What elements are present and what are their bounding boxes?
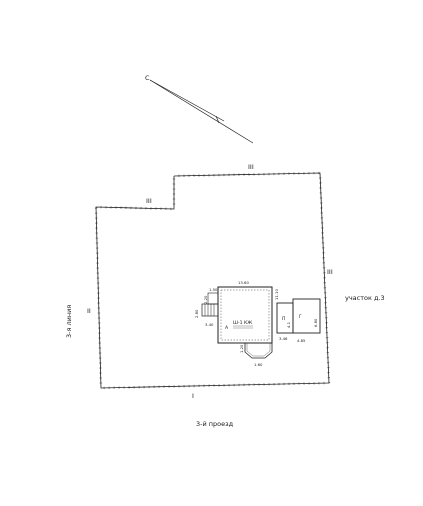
- boundary-label-left: II: [87, 307, 91, 315]
- boundary-label-top: III: [248, 163, 254, 171]
- dim-house-right: 11.10: [274, 289, 279, 300]
- boundary-label-top-left: III: [146, 197, 152, 205]
- house-label-a: А: [225, 325, 229, 331]
- boundary-label-right: III: [327, 268, 333, 276]
- dim-house-left-lower: 2.80: [194, 309, 199, 318]
- dim-house-step: 3.40: [205, 322, 214, 327]
- dim-house-top: 13.60: [238, 280, 249, 285]
- house-interior-mark: [233, 326, 253, 328]
- house-label-code: Ш-1 КЖ: [233, 320, 252, 326]
- boundary-label-bottom: I: [192, 392, 194, 400]
- dim-outbuilding-p-bottom: 3.46: [279, 336, 288, 341]
- dim-house-left: 2.20: [203, 295, 208, 304]
- street-label-left: 3-я линия: [65, 305, 73, 338]
- outbuilding-p-label: П: [282, 316, 285, 322]
- dim-house-bay-left: 1.20: [239, 344, 244, 353]
- neighbour-label-right: участок д.3: [345, 294, 385, 302]
- dim-house-top-small: 1.50: [209, 287, 218, 292]
- dim-house-bay-bottom: 1.60: [254, 362, 263, 367]
- north-arrow-icon: [150, 80, 253, 143]
- plot-boundary: [96, 173, 329, 388]
- street-label-bottom: 3-й проезд: [196, 420, 234, 428]
- dim-outbuilding-g-bottom: 4.85: [297, 338, 306, 343]
- outbuilding-g-label: Г: [299, 314, 302, 320]
- dim-outbuilding-p-side: 4.1: [286, 321, 291, 328]
- dim-outbuilding-g-side: 6.80: [313, 318, 318, 327]
- boundary-ticks: [95, 172, 330, 389]
- north-label: С: [145, 74, 150, 82]
